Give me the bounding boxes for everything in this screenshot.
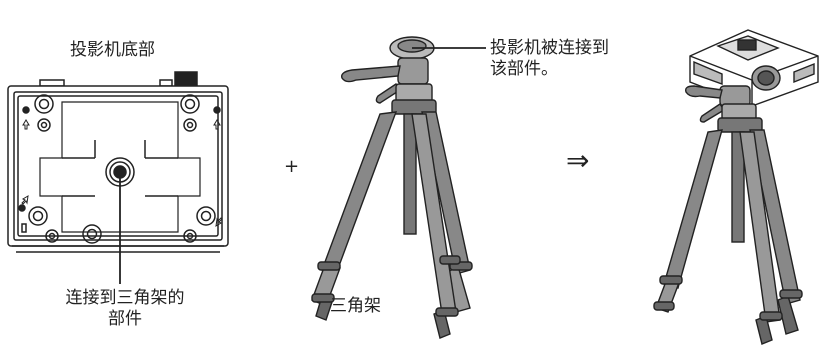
connect-part-label: 连接到三角架的 部件 xyxy=(40,288,210,330)
projector-bottom-illustration xyxy=(7,71,229,284)
plus-sign: + xyxy=(284,156,300,177)
projector-on-tripod-illustration xyxy=(653,29,819,345)
projector-connects-label-line2: 该部件。 xyxy=(490,59,558,79)
projector-bottom-label: 投影机底部 xyxy=(70,40,155,60)
connect-part-label-line1: 连接到三角架的 xyxy=(65,288,185,308)
tripod-illustration xyxy=(311,36,473,339)
projector-connects-label-line1: 投影机被连接到 xyxy=(490,38,609,58)
tripod-label: 三角架 xyxy=(330,296,381,316)
result-arrow: ⇒ xyxy=(566,144,590,177)
projector-connects-label: 投影机被连接到 该部件。 xyxy=(490,38,609,80)
connect-part-label-line2: 部件 xyxy=(108,309,142,329)
